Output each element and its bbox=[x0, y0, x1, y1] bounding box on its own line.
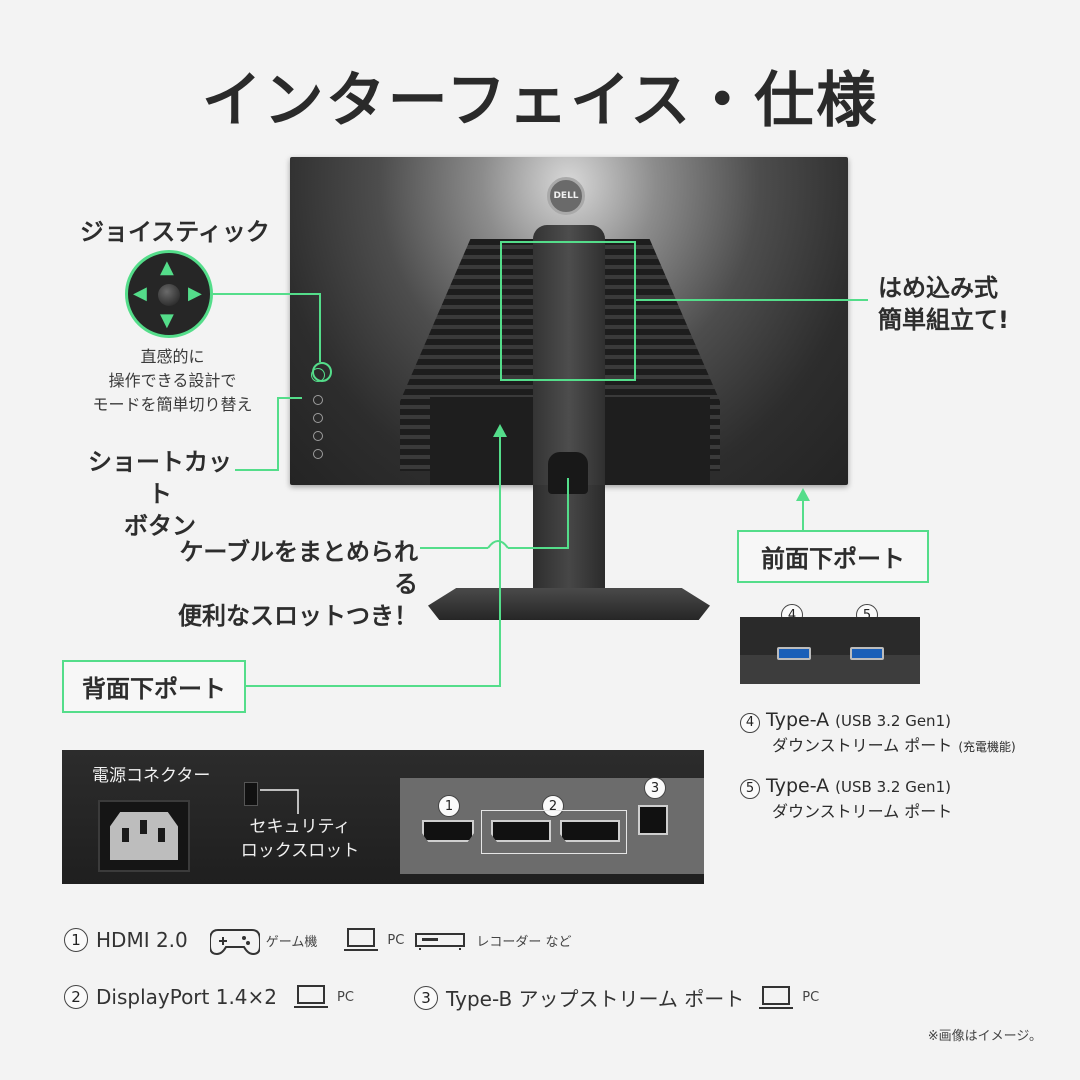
arrow-right-icon: ▶ bbox=[188, 283, 202, 304]
port-number-3: 3 bbox=[644, 777, 666, 799]
arrow-left-icon: ◀ bbox=[133, 283, 147, 304]
dell-logo: DELL bbox=[547, 177, 585, 215]
security-callout-line bbox=[260, 789, 299, 814]
shortcut-button-3[interactable] bbox=[313, 431, 323, 441]
hdmi-port bbox=[422, 820, 474, 842]
arrow-down-icon: ▼ bbox=[160, 310, 174, 331]
security-lock-slot bbox=[244, 782, 258, 806]
usb-type-b-port bbox=[638, 805, 668, 835]
page-title: インターフェイス・仕様 bbox=[201, 66, 879, 136]
stand-base bbox=[428, 588, 710, 620]
displayport-group-outline bbox=[481, 810, 627, 854]
power-connector-label: 電源コネクター bbox=[92, 766, 211, 786]
laptop-icon bbox=[759, 985, 794, 1009]
assembly-highlight bbox=[500, 241, 636, 381]
shortcut-button-4[interactable] bbox=[313, 449, 323, 459]
displayport-port-1 bbox=[491, 820, 551, 842]
rear-ports-label: 背面下ポート bbox=[62, 660, 246, 713]
laptop-icon bbox=[294, 985, 329, 1008]
shortcut-button-1[interactable] bbox=[313, 395, 323, 405]
port-number-1: 1 bbox=[438, 795, 460, 817]
front-port-5-desc: 5 Type-A (USB 3.2 Gen1) ダウンストリーム ポート bbox=[740, 774, 952, 824]
joystick-description: 直感的に 操作できる設計で モードを簡単切り替え bbox=[92, 347, 253, 414]
front-ports-label: 前面下ポート bbox=[737, 530, 929, 583]
shortcut-heading: ショートカット ボタン bbox=[88, 448, 232, 540]
shortcut-button-2[interactable] bbox=[313, 413, 323, 423]
front-port-4-desc: 4 Type-A (USB 3.2 Gen1) ダウンストリーム ポート (充電… bbox=[740, 708, 1016, 759]
legend-displayport: 2 DisplayPort 1.4×2 PC bbox=[64, 983, 354, 1011]
image-disclaimer: ※画像はイメージ。 bbox=[927, 1029, 1042, 1044]
recorder-icon bbox=[415, 933, 466, 950]
usb-port-4 bbox=[777, 647, 811, 660]
legend-type-b: 3 Type-B アップストリーム ポート PC bbox=[414, 983, 819, 1012]
port-number-2: 2 bbox=[542, 795, 564, 817]
front-ports-photo bbox=[740, 617, 920, 684]
arrow-up-icon: ▲ bbox=[160, 257, 174, 278]
joystick-knob bbox=[158, 284, 180, 306]
joystick-highlight bbox=[312, 362, 332, 382]
joystick-heading: ジョイスティック bbox=[80, 218, 270, 246]
displayport-port-2 bbox=[560, 820, 620, 842]
gamepad-icon bbox=[209, 929, 260, 956]
security-slot-label: セキュリティ ロックスロット bbox=[240, 817, 360, 861]
cable-slot-callout: ケーブルをまとめられる 便利なスロットつき！ bbox=[178, 538, 418, 630]
legend-hdmi: 1 HDMI 2.0 ゲーム機 PC レコーダー など bbox=[64, 924, 571, 956]
arrow-up-icon bbox=[493, 424, 507, 437]
stand-upper bbox=[533, 225, 605, 485]
monitor-back-image: DELL bbox=[290, 157, 848, 485]
power-connector-socket bbox=[110, 812, 178, 860]
laptop-icon bbox=[344, 928, 379, 951]
usb-port-5 bbox=[850, 647, 884, 660]
assembly-callout: はめ込み式 簡単組立て! bbox=[878, 274, 1009, 334]
